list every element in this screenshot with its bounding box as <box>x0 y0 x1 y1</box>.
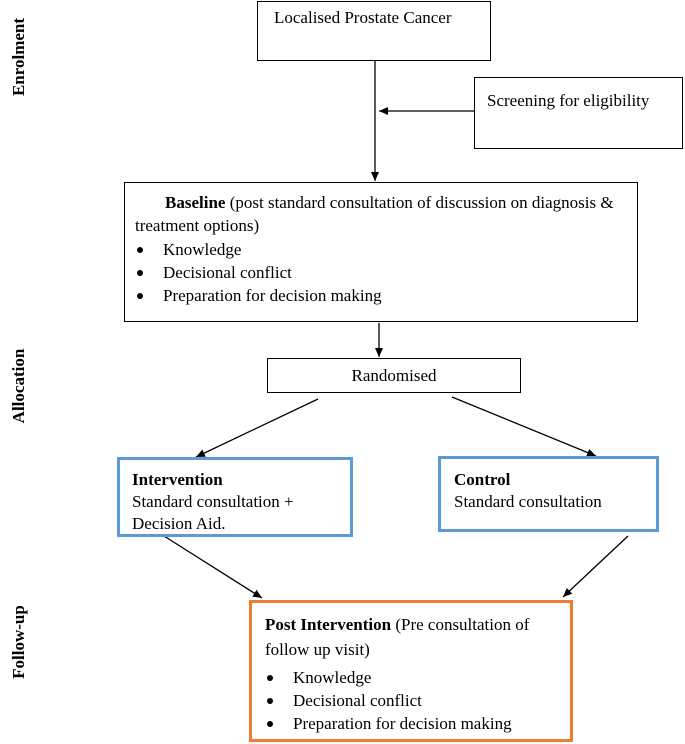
arrow-randomised-to-intervention <box>195 398 319 458</box>
arrow-control-to-post <box>562 535 629 598</box>
control-box: Control Standard consultation <box>438 456 659 532</box>
post-bullet-preparation: Preparation for decision making <box>265 712 560 735</box>
localised-prostate-cancer-box: Localised Prostate Cancer <box>257 1 491 61</box>
arrow-randomised-to-control <box>451 396 597 457</box>
randomised-text: Randomised <box>351 366 437 385</box>
screening-text: Screening for eligibility <box>487 91 650 110</box>
post-intervention-box: Post Intervention (Pre consultation of f… <box>249 600 573 742</box>
control-line1: Standard consultation <box>454 492 602 511</box>
randomised-box: Randomised <box>267 358 521 393</box>
post-bullet-decisional-conflict: Decisional conflict <box>265 689 560 712</box>
post-intervention-measures-list: Knowledge Decisional conflict Preparatio… <box>265 666 560 735</box>
post-intervention-heading: Post Intervention (Pre consultation of f… <box>265 612 560 662</box>
post-intervention-title: Post Intervention <box>265 615 392 634</box>
intervention-line1: Standard consultation + <box>132 492 294 511</box>
arrow-intervention-to-post <box>163 535 263 599</box>
intervention-title: Intervention <box>132 470 223 489</box>
intervention-line2: Decision Aid. <box>132 514 226 533</box>
baseline-box: Baseline (post standard consultation of … <box>124 182 638 322</box>
baseline-bullet-knowledge: Knowledge <box>135 238 627 261</box>
baseline-description: (post standard consultation of discussio… <box>135 193 614 235</box>
intervention-box: Intervention Standard consultation + Dec… <box>117 457 353 537</box>
post-intervention-description: (Pre consultation of follow up visit) <box>265 615 530 659</box>
control-title: Control <box>454 470 511 489</box>
screening-box: Screening for eligibility <box>474 77 683 149</box>
baseline-heading: Baseline (post standard consultation of … <box>135 191 627 237</box>
baseline-title: Baseline <box>165 193 226 212</box>
post-bullet-knowledge: Knowledge <box>265 666 560 689</box>
baseline-bullet-preparation: Preparation for decision making <box>135 284 627 307</box>
localised-prostate-cancer-text: Localised Prostate Cancer <box>274 8 452 27</box>
baseline-bullet-decisional-conflict: Decisional conflict <box>135 261 627 284</box>
baseline-measures-list: Knowledge Decisional conflict Preparatio… <box>135 238 627 307</box>
